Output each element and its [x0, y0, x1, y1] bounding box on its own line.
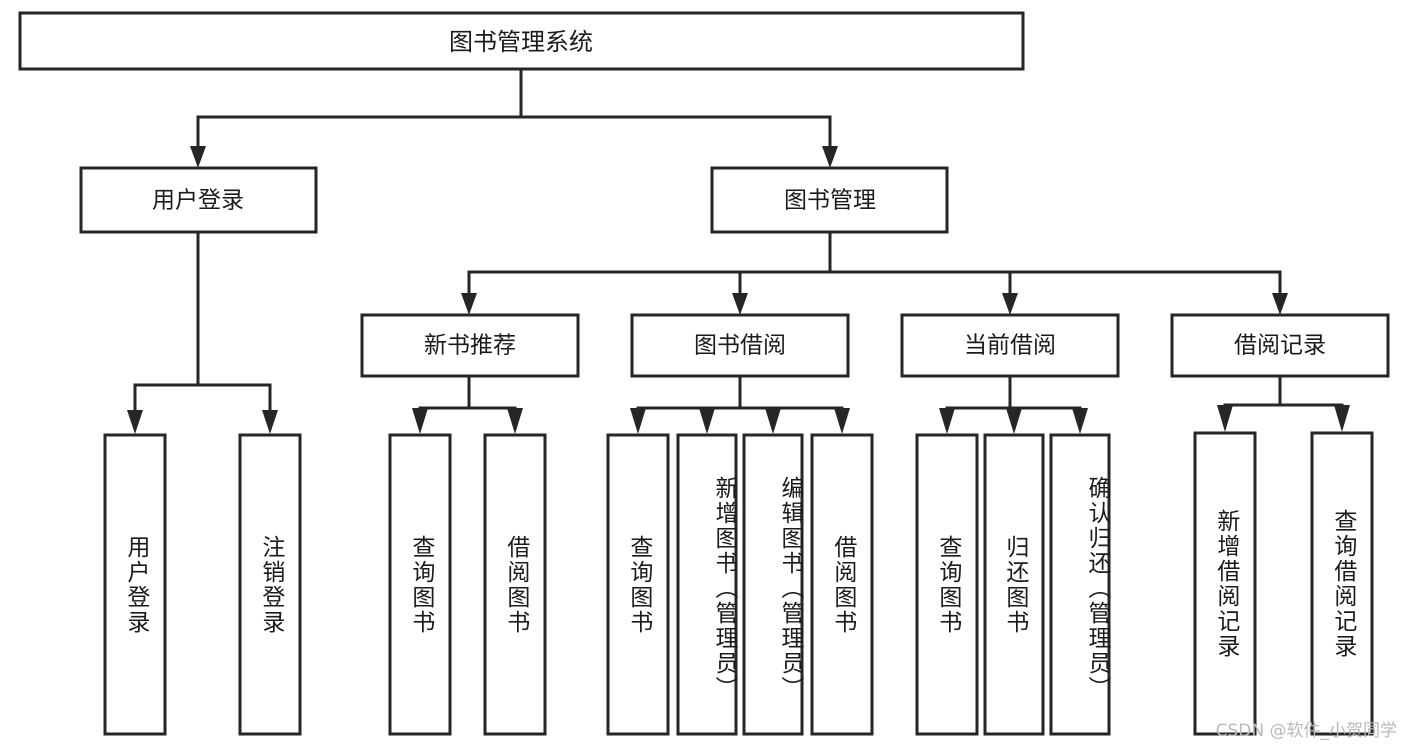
leaf-box-user-login[interactable]: [103, 433, 167, 736]
arrowhead-leaf-query-book-1: [412, 408, 428, 434]
node-new-book-rec[interactable]: 新书推荐: [360, 313, 580, 378]
leaf-box-query-book-3[interactable]: [915, 433, 979, 736]
arrowhead-book-borrow: [732, 293, 748, 315]
arrowhead-leaf-borrow-book-1: [507, 408, 523, 434]
node-user-login-label: 用户登录: [152, 188, 244, 214]
leaf-box-borrow-book-1[interactable]: [483, 433, 547, 736]
node-current-borrow[interactable]: 当前借阅: [900, 313, 1120, 378]
node-new-book-rec-box[interactable]: [360, 313, 580, 378]
leaf-box-query-book-1[interactable]: [388, 433, 452, 736]
arrowhead-leaf-add-record: [1217, 405, 1233, 432]
leaf-box-add-book[interactable]: [676, 433, 738, 736]
node-borrow-record-box[interactable]: [1170, 313, 1390, 378]
arrowhead-leaf-edit-book: [765, 408, 781, 434]
arrowhead-leaf-return-book: [1006, 408, 1022, 434]
node-current-borrow-box[interactable]: [900, 313, 1120, 378]
node-borrow-record[interactable]: 借阅记录: [1170, 313, 1390, 378]
arrowhead-leaf-borrow-book-2: [834, 408, 850, 434]
arrowhead-borrow-record: [1272, 293, 1288, 315]
arrowhead-book-manage: [822, 146, 838, 168]
arrowhead-leaf-query-record: [1334, 405, 1350, 432]
node-book-borrow[interactable]: 图书借阅: [630, 313, 850, 378]
node-borrow-record-label: 借阅记录: [1234, 333, 1326, 359]
leaf-box-confirm-return[interactable]: [1049, 433, 1111, 736]
node-root-label: 图书管理系统: [449, 28, 593, 56]
leaf-box-add-record[interactable]: [1193, 431, 1257, 736]
node-book-borrow-box[interactable]: [630, 313, 850, 378]
arrowhead-leaf-user-login: [127, 410, 143, 434]
node-current-borrow-label: 当前借阅: [964, 333, 1056, 359]
node-book-manage-label: 图书管理: [784, 188, 876, 214]
arrowhead-user-login: [190, 146, 206, 168]
node-book-manage-box[interactable]: [710, 166, 949, 234]
csdn-watermark: CSDN @软件_小贺同学: [1215, 721, 1397, 741]
leaf-box-query-book-2[interactable]: [606, 433, 670, 736]
node-new-book-rec-label: 新书推荐: [424, 333, 516, 359]
leaf-box-logout[interactable]: [238, 433, 302, 736]
arrowhead-leaf-query-book-2: [630, 408, 646, 434]
arrowhead-leaf-logout: [262, 410, 278, 434]
leaf-box-borrow-book-2[interactable]: [810, 433, 874, 736]
node-user-login[interactable]: 用户登录: [79, 166, 318, 234]
arrowhead-leaf-add-book: [699, 408, 715, 434]
node-book-manage[interactable]: 图书管理: [710, 166, 949, 234]
arrowhead-current-borrow: [1002, 293, 1018, 315]
leaf-box-return-book[interactable]: [983, 433, 1045, 736]
arrowhead-leaf-confirm-return: [1072, 408, 1088, 434]
arrowhead-leaf-query-book-3: [939, 408, 955, 434]
node-user-login-box[interactable]: [79, 166, 318, 234]
connectors-layer: [127, 67, 1350, 434]
arrowhead-new-book-rec: [461, 293, 477, 315]
leaf-box-query-record[interactable]: [1310, 431, 1374, 736]
node-root-box[interactable]: [18, 11, 1025, 71]
node-root[interactable]: 图书管理系统: [18, 11, 1025, 71]
node-book-borrow-label: 图书借阅: [694, 333, 786, 359]
leaf-box-edit-book[interactable]: [742, 433, 804, 736]
